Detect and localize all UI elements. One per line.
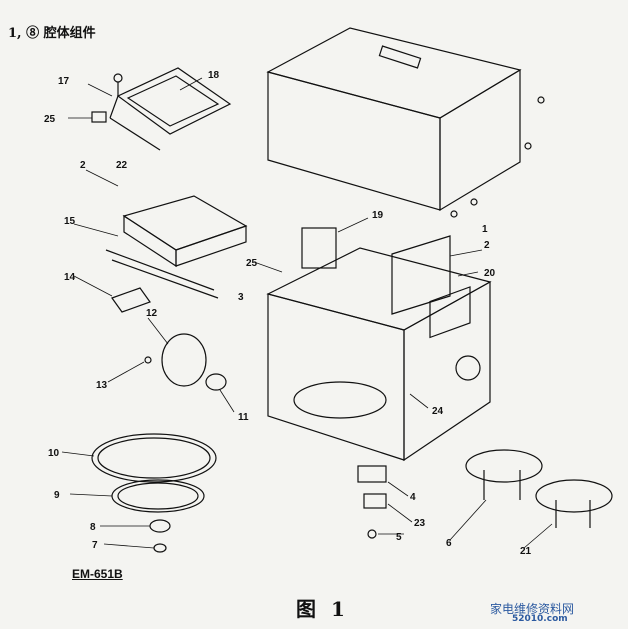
turntable-motor-part xyxy=(205,373,227,391)
part-label: 12 xyxy=(146,308,158,319)
watermark-text: 家电维修资料网 xyxy=(490,602,575,616)
part-label: 25 xyxy=(246,258,258,269)
coupler-part xyxy=(149,519,171,553)
part-label: 8 xyxy=(90,522,96,533)
roller-ring-part xyxy=(111,479,205,513)
latch-part xyxy=(111,287,151,313)
part-label: 10 xyxy=(48,448,60,459)
part-label: 19 xyxy=(372,210,384,221)
oven-cavity-part xyxy=(266,247,492,462)
side-bracket-part xyxy=(301,227,337,269)
figure-caption: 图 1 xyxy=(296,597,349,621)
lamp-bracket-part xyxy=(109,67,232,151)
turntable-plate-part xyxy=(91,433,217,483)
part-label: 20 xyxy=(484,268,496,279)
part-label: 4 xyxy=(410,492,416,503)
outer-cabinet-part xyxy=(266,27,522,212)
part-label: 2 xyxy=(80,160,86,171)
part-label: 3 xyxy=(238,292,244,303)
screw-part xyxy=(113,73,123,96)
watermark-site: 52010.com xyxy=(512,614,568,624)
model-number: EM-651B xyxy=(72,567,123,581)
guide-rail-part xyxy=(105,249,219,299)
part-label: 9 xyxy=(54,490,60,501)
part-label: 24 xyxy=(432,406,444,417)
leader-lines xyxy=(61,77,553,549)
part-label: 21 xyxy=(520,546,532,557)
part-label: 18 xyxy=(208,70,220,81)
clip-part xyxy=(91,111,107,123)
section-heading: 1, ⑧ 腔体组件 xyxy=(8,26,96,41)
leg-bracket-part xyxy=(357,465,387,539)
grill-rack-part xyxy=(535,479,613,528)
rear-panel-part xyxy=(391,235,451,315)
part-label: 5 xyxy=(396,532,402,543)
part-number-labels: 17 18 25 2 15 14 25 12 13 3 11 10 9 8 7 19 2 20 24 4 23 5 6 21 2… xyxy=(44,70,532,557)
part-label: 2 xyxy=(484,240,490,251)
screw-part xyxy=(450,96,545,218)
waveguide-cover-part xyxy=(161,333,207,387)
control-board-part xyxy=(122,195,248,268)
part-label: 22 xyxy=(116,160,128,171)
part-label: 17 xyxy=(58,76,70,87)
grill-rack-part xyxy=(465,449,543,500)
screw-part xyxy=(144,356,152,364)
part-label: 14 xyxy=(64,272,76,283)
part-label: 23 xyxy=(414,518,426,529)
part-label: 6 xyxy=(446,538,452,549)
part-label: 11 xyxy=(238,412,249,423)
part-label: 15 xyxy=(64,216,76,227)
part-label: 25 xyxy=(44,114,56,125)
part-label: 13 xyxy=(96,380,108,391)
part-label: 1 xyxy=(482,224,488,235)
part-label: 7 xyxy=(92,540,98,551)
